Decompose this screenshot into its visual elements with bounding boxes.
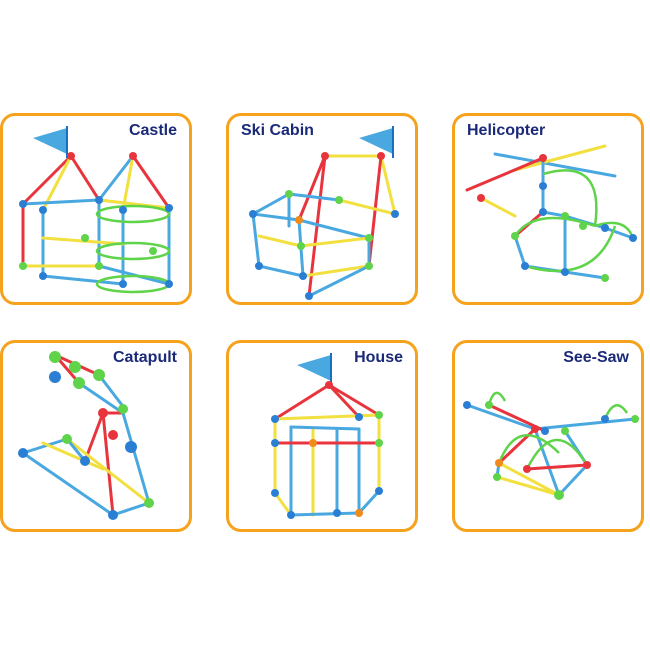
- flag-icon: [359, 128, 393, 154]
- ski-cabin-model-illustration: [249, 126, 399, 300]
- see-saw-model-illustration: [463, 391, 639, 500]
- model-title: Ski Cabin: [241, 122, 314, 139]
- house-model-illustration: [271, 353, 383, 519]
- model-title: Catapult: [113, 349, 177, 366]
- model-card-helicopter: Helicopter: [452, 113, 644, 305]
- model-card-castle: Castle: [0, 113, 192, 305]
- helicopter-model-illustration: [465, 144, 637, 282]
- flag-icon: [33, 128, 67, 154]
- model-card-catapult: Catapult: [0, 340, 192, 532]
- model-title: Castle: [128, 122, 177, 139]
- model-card-house: House: [226, 340, 418, 532]
- model-title: House: [354, 349, 403, 366]
- model-title: See-Saw: [563, 349, 629, 366]
- flag-icon: [297, 355, 331, 381]
- model-card-ski-cabin: Ski Cabin: [226, 113, 418, 305]
- model-title: Helicopter: [467, 122, 546, 139]
- model-card-see-saw: See-Saw: [452, 340, 644, 532]
- catapult-model-illustration: [18, 351, 154, 520]
- castle-model-illustration: [19, 126, 173, 294]
